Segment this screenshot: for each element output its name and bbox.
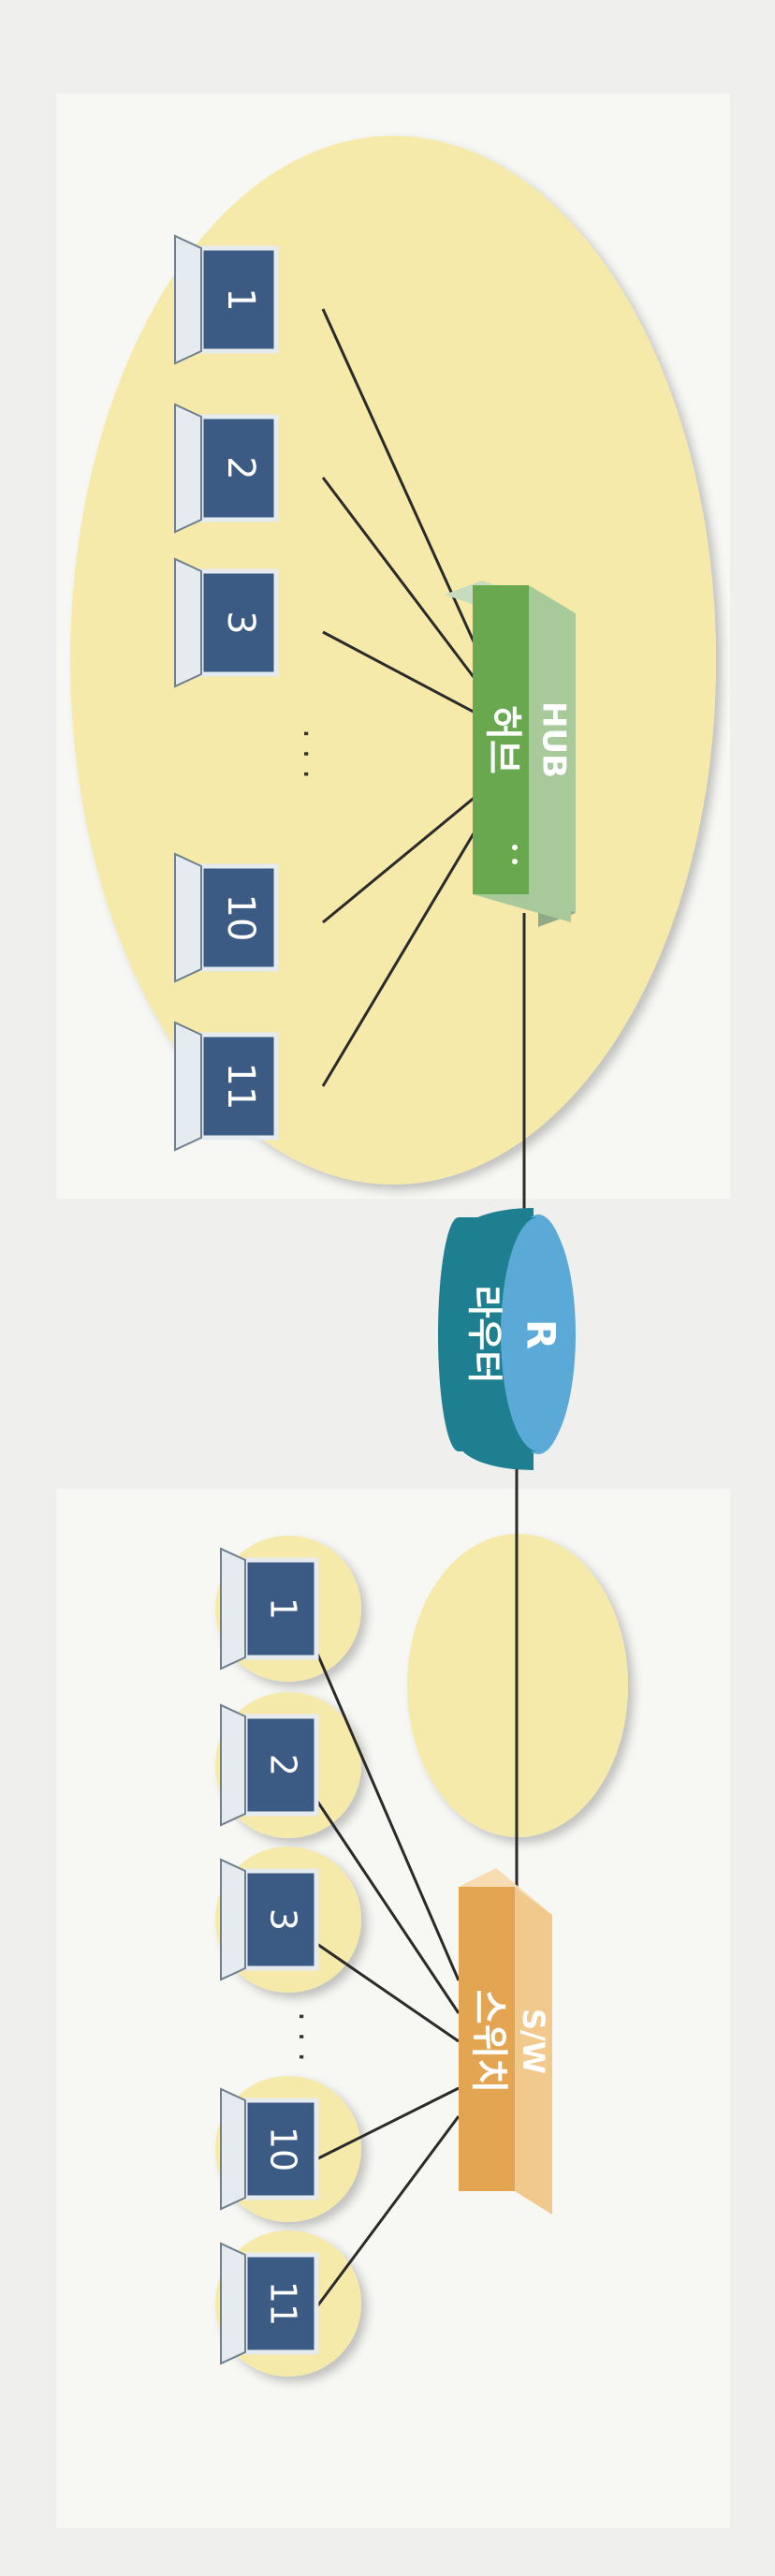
ellipsis: · · · <box>287 729 325 779</box>
switch-wires <box>307 1633 461 2318</box>
pc-icon[interactable]: 10 <box>220 2087 319 2211</box>
pc-icon[interactable]: 11 <box>174 1021 279 1152</box>
pc-number: 10 <box>219 894 262 942</box>
wire <box>308 1936 460 2043</box>
wire <box>321 818 484 1087</box>
hub-icon <box>445 581 576 927</box>
wire <box>308 2086 460 2165</box>
pc-number: 2 <box>263 1754 304 1776</box>
wire <box>322 789 483 924</box>
pc-icon[interactable]: 10 <box>174 852 279 983</box>
pc-icon[interactable]: 1 <box>174 234 279 365</box>
hub-collision-domain <box>70 136 716 1185</box>
hub-wires <box>321 308 526 1906</box>
switch-icon <box>459 1868 552 2215</box>
switch-label: S/W <box>516 2009 551 2074</box>
wire <box>322 630 483 718</box>
hub-korean-label: 허브 <box>481 705 524 774</box>
pc-number: 3 <box>219 611 262 634</box>
pc-number: 2 <box>219 456 262 479</box>
wire <box>321 477 484 689</box>
router-icon <box>438 1207 576 1470</box>
ellipsis: · · · <box>283 2011 320 2062</box>
hub-device[interactable]: HUB 허브 <box>445 581 576 927</box>
pc-icon[interactable]: 2 <box>174 403 279 534</box>
switch-panel <box>56 1489 730 2528</box>
pc-icon[interactable]: 11 <box>220 2242 319 2365</box>
pc-number: 11 <box>219 1063 262 1111</box>
router-korean-label: 라우터 <box>464 1286 505 1384</box>
wire <box>321 308 484 661</box>
hub-pcs: 1 2 3 · · · 10 11 <box>174 234 325 1152</box>
pc-number: 1 <box>219 287 262 311</box>
pc-number: 3 <box>263 1908 304 1931</box>
hub-label: HUB <box>535 701 573 778</box>
router-device[interactable]: R 라우터 <box>438 1207 576 1470</box>
pc-icon[interactable]: 3 <box>220 1858 319 1981</box>
pc-icon[interactable]: 2 <box>220 1703 319 1827</box>
switch-device[interactable]: S/W 스위치 <box>459 1868 552 2215</box>
pc-number: 1 <box>263 1597 304 1620</box>
pc-number: 11 <box>263 2281 304 2326</box>
wire <box>307 1788 461 2014</box>
router-label: R <box>519 1319 564 1349</box>
switch-korean-label: 스위치 <box>467 1990 510 2093</box>
switch-pcs: 1 2 3 · · · 10 11 <box>220 1547 320 2365</box>
wire <box>307 1633 461 1981</box>
pc-icon[interactable]: 1 <box>220 1547 319 1671</box>
pc-number: 10 <box>263 2127 304 2171</box>
wire <box>307 2115 461 2318</box>
pc-icon[interactable]: 3 <box>174 557 279 688</box>
